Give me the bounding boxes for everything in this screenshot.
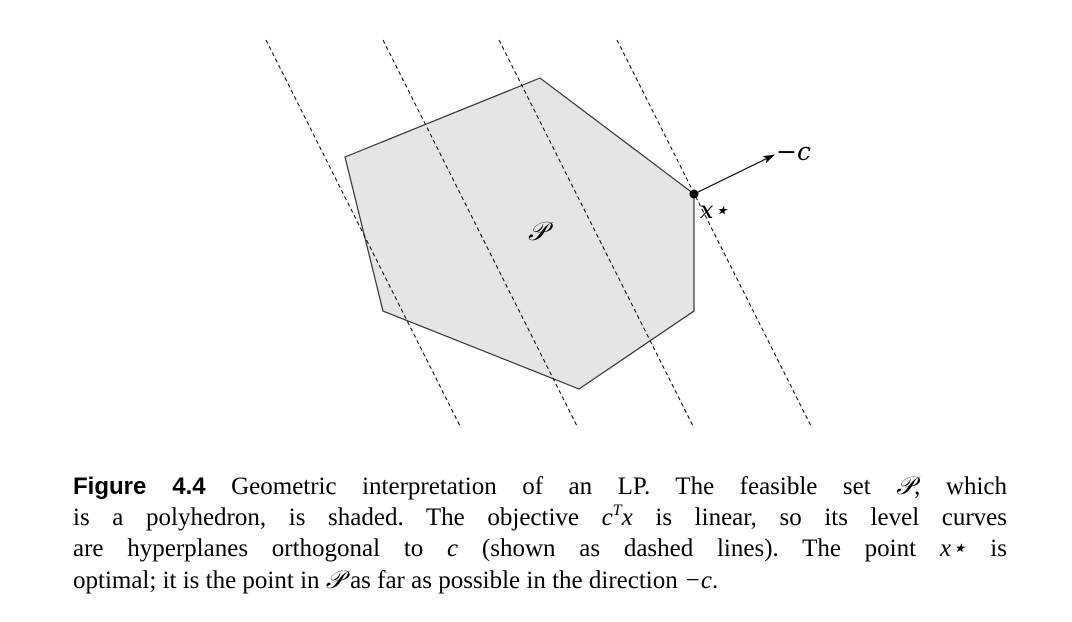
set-symbol: 𝒫 — [896, 471, 915, 500]
figure-caption: Figure 4.4 Geometric interpretation of a… — [73, 470, 1007, 596]
level-curve-4 — [616, 39, 813, 429]
optimal-point — [689, 189, 699, 199]
level-curve-1 — [265, 39, 462, 429]
x-star-symbol: x⋆ — [939, 535, 967, 562]
level-curve-3 — [498, 39, 695, 429]
level-curve-2 — [382, 39, 579, 429]
direction-arrow — [693, 154, 775, 195]
figure-number: Figure 4.4 — [73, 473, 206, 500]
caption-line-1: Figure 4.4 Geometric interpretation of a… — [73, 471, 1008, 500]
caption-line-3: are hyperplanes orthogonal to c (shown a… — [73, 535, 1007, 562]
neg-c-label: −c — [776, 137, 811, 166]
caption-line-4: optimal; it is the point in 𝒫 as far as … — [73, 565, 719, 594]
set-symbol-2: 𝒫 — [325, 565, 344, 594]
caption-line-2: is a polyhedron, is shaded. The objectiv… — [73, 502, 1008, 532]
level-curves — [265, 39, 813, 429]
x-star-label: x⋆ — [700, 196, 729, 224]
feasible-set-polyhedron — [344, 77, 695, 390]
